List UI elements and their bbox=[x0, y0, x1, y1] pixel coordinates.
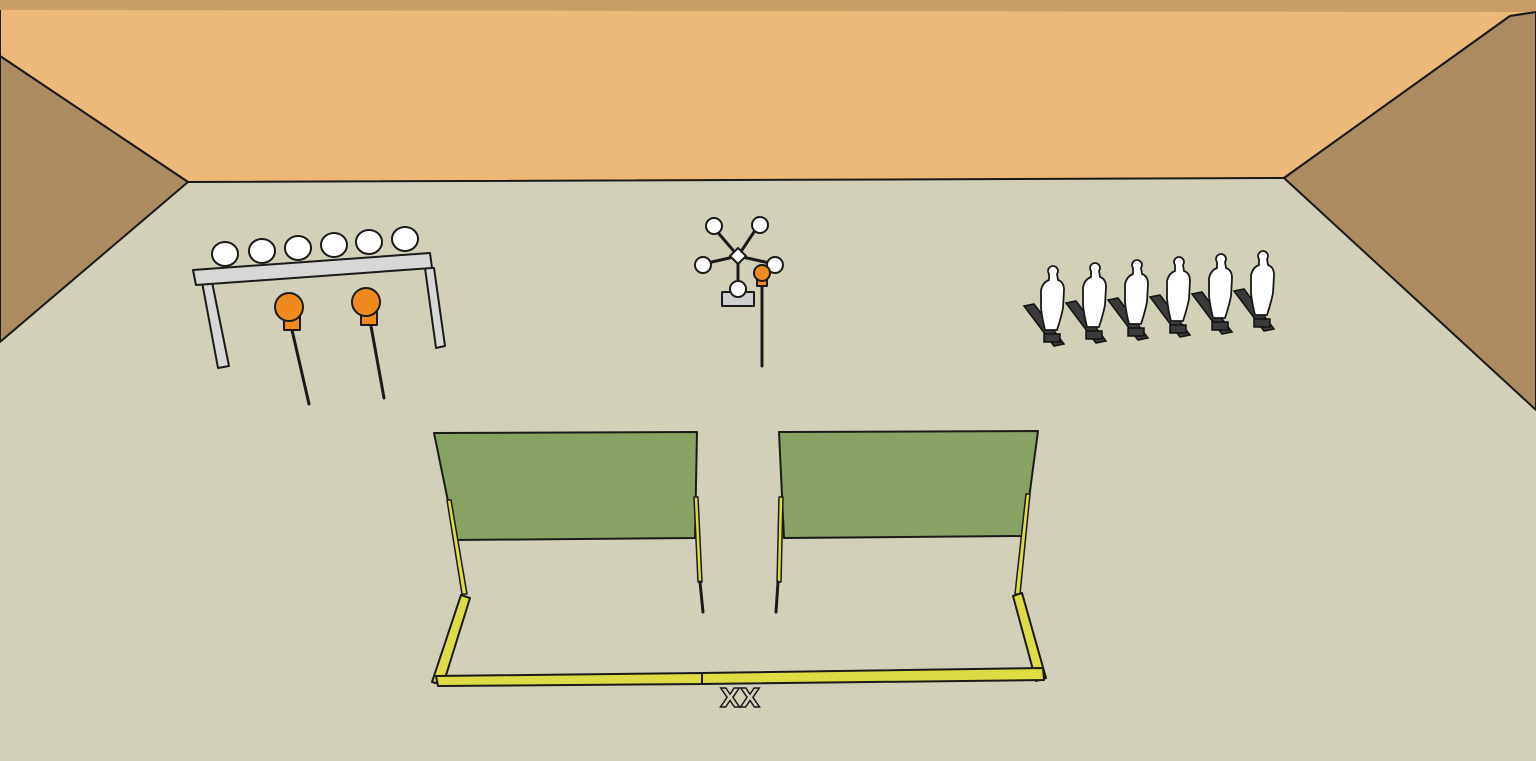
silhouette-target bbox=[1232, 250, 1276, 332]
tree-paddle bbox=[751, 216, 769, 234]
silhouette-target bbox=[1148, 256, 1192, 338]
left-side-berm bbox=[0, 55, 189, 343]
dueling-tree bbox=[694, 216, 784, 368]
steel-plate bbox=[284, 235, 312, 261]
left-barricade-wall bbox=[433, 431, 705, 614]
popper-target bbox=[274, 292, 311, 406]
popper-target bbox=[351, 287, 386, 400]
right-side-berm bbox=[1283, 11, 1536, 411]
silhouette-target bbox=[1064, 262, 1108, 344]
tree-paddle bbox=[694, 256, 712, 274]
tree-paddle bbox=[705, 217, 723, 235]
plate-rack-plates bbox=[211, 226, 419, 267]
silhouette-target bbox=[1190, 253, 1234, 335]
steel-plate bbox=[320, 232, 348, 258]
shooting-box-barricade: XX bbox=[431, 430, 1047, 715]
silhouette-target bbox=[1106, 259, 1150, 341]
silhouette-targets bbox=[1022, 250, 1276, 347]
tree-paddle bbox=[729, 280, 747, 298]
tree-paddle bbox=[766, 256, 784, 274]
steel-plate bbox=[211, 241, 239, 267]
steel-plate bbox=[248, 238, 276, 264]
xx-mark-label: XX bbox=[720, 684, 760, 714]
steel-plate bbox=[391, 226, 419, 252]
shooting-position-mark: XX bbox=[719, 683, 761, 715]
plate-rack bbox=[192, 226, 446, 406]
steel-plate bbox=[355, 229, 383, 255]
silhouette-target bbox=[1022, 265, 1066, 347]
shooting-box-boards bbox=[431, 592, 1047, 687]
back-berm-wall bbox=[0, 0, 1536, 183]
popper-target bbox=[753, 264, 771, 368]
